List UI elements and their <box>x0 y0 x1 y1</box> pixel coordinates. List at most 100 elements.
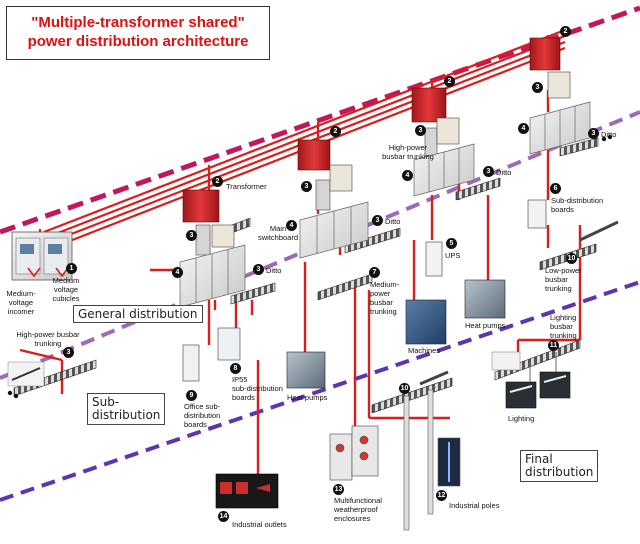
multifunctional-enclosures <box>329 425 379 481</box>
marker-3-ditto-1 <box>253 264 264 275</box>
label-industrial-poles: Industrial poles <box>449 501 500 510</box>
marker-8 <box>230 363 241 374</box>
marker-13 <box>333 484 344 495</box>
transformer-4 <box>529 37 561 71</box>
label-ditto-2: Ditto <box>385 217 401 226</box>
busbar-final <box>371 377 453 414</box>
transformer-2 <box>297 139 331 171</box>
main-switchboards <box>179 101 591 308</box>
office-boards-image <box>182 344 200 382</box>
marker-14 <box>218 511 229 522</box>
label-lighting: Lighting <box>508 414 535 423</box>
mv-cubicles <box>11 231 73 281</box>
zone-general-distribution: General distribution <box>73 305 203 323</box>
label-machines: Machines <box>408 346 441 355</box>
marker-5 <box>446 238 457 249</box>
switchboard-1 <box>179 244 246 308</box>
marker-1 <box>66 263 77 274</box>
boundary-sub-final-line <box>0 280 640 502</box>
marker-2a <box>212 176 223 187</box>
marker-3d <box>532 82 543 93</box>
zone-sub-line-1: Sub- <box>92 395 120 409</box>
marker-3-ditto-4 <box>588 128 599 139</box>
marker-3-ditto-3 <box>483 166 494 177</box>
label-ups: UPS <box>445 251 461 260</box>
marker-2c <box>444 76 455 87</box>
ups-unit <box>425 241 443 277</box>
label-ditto-3: Ditto <box>496 168 512 177</box>
marker-9 <box>186 390 197 401</box>
ip55-boards-image <box>217 327 241 361</box>
marker-3-ditto-2 <box>372 215 383 226</box>
marker-2d <box>560 26 571 37</box>
industrial-poles <box>403 389 461 531</box>
zone-sub-distribution: Sub- distribution <box>87 393 166 425</box>
boundary-general-sub-line <box>0 110 640 380</box>
marker-2b <box>330 126 341 137</box>
zone-final-distribution: Final distribution <box>520 450 599 482</box>
label-heat-pumps-1: Heat pumps <box>465 321 506 330</box>
marker-10a <box>566 253 577 264</box>
switchboard-3 <box>413 143 475 197</box>
final-track-image <box>419 370 449 386</box>
busbar-ditto-4 <box>559 137 599 157</box>
title-line-2: power distribution architecture <box>27 33 249 50</box>
transformer-1 <box>182 189 220 223</box>
label-heat-pumps-2: Heat pumps <box>287 393 328 402</box>
busbar-medium-power <box>317 273 373 301</box>
marker-3b <box>301 181 312 192</box>
label-industrial-outlets: Industrial outlets <box>232 520 287 529</box>
zone-boundaries <box>0 5 640 502</box>
heat-pumps-image-2 <box>286 351 326 389</box>
lighting-trunking-image <box>491 351 521 371</box>
machines-image <box>405 299 447 345</box>
busbar-ditto-1 <box>230 282 276 305</box>
marker-3a <box>186 230 197 241</box>
label-ditto-1: Ditto <box>266 266 282 275</box>
marker-3c <box>415 125 426 136</box>
label-ditto-4: Ditto <box>601 130 617 139</box>
transformer-3 <box>411 87 447 123</box>
diagram-title: "Multiple-transformer shared" power dist… <box>6 6 270 60</box>
marker-6 <box>550 183 561 194</box>
busbar-ditto-3 <box>455 177 501 201</box>
marker-11 <box>548 340 559 351</box>
zone-final-line-2: distribution <box>525 465 594 479</box>
busbar-ditto-2 <box>344 227 401 254</box>
zone-sub-line-2: distribution <box>92 408 161 422</box>
busbar-end-dots <box>7 134 613 399</box>
marker-4a <box>172 267 183 278</box>
busbar-high-power-left <box>13 359 97 397</box>
label-transformer: Transformer <box>226 182 267 191</box>
industrial-outlets <box>215 473 279 509</box>
protection-units <box>195 71 571 256</box>
zone-final-line-1: Final <box>525 452 553 466</box>
marker-3-left <box>63 347 74 358</box>
lighting-fixtures <box>505 352 571 409</box>
marker-4b <box>286 220 297 231</box>
marker-10b <box>399 383 410 394</box>
low-power-track-image <box>579 220 619 242</box>
switchboard-2 <box>299 201 369 259</box>
marker-7 <box>369 267 380 278</box>
switchboard-4 <box>529 101 591 155</box>
title-line-1: "Multiple-transformer shared" <box>31 14 245 31</box>
transformers <box>182 37 561 223</box>
heat-pumps-image-1 <box>464 279 506 319</box>
marker-4d <box>518 123 529 134</box>
marker-4c <box>402 170 413 181</box>
